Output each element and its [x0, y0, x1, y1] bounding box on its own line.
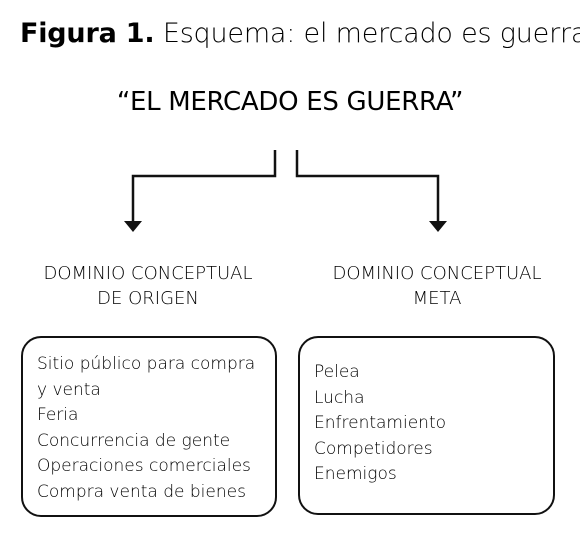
source-domain-item: Compra venta de bienes	[37, 481, 246, 502]
target-domain-item: Enemigos	[314, 464, 397, 484]
source-domain-heading-line2: DE ORIGEN	[97, 288, 199, 309]
source-domain-heading-line1: DOMINIO CONCEPTUAL	[43, 263, 253, 284]
source-domain-heading: DOMINIO CONCEPTUAL DE ORIGEN	[18, 261, 278, 311]
figure-label: Figura 1.	[20, 18, 155, 49]
source-domain-list: Sitio público para compra y venta Feria …	[37, 352, 267, 505]
source-domain-item: Operaciones comerciales	[37, 456, 251, 476]
right-connector-line	[295, 150, 440, 222]
target-domain-box: Pelea Lucha Enfrentamiento Competidores …	[298, 336, 555, 515]
source-domain-item: y venta	[37, 379, 101, 400]
figure-caption-text: Esquema: el mercado es guerra	[162, 18, 580, 49]
source-domain-item: Feria	[37, 405, 79, 425]
source-domain-item: Sitio público para compra	[37, 354, 256, 374]
figure-caption: Figura 1. Esquema: el mercado es guerra	[20, 18, 580, 49]
target-domain-item: Competidores	[314, 438, 433, 459]
target-domain-heading-line2: META	[412, 288, 462, 309]
source-domain-box: Sitio público para compra y venta Feria …	[21, 336, 277, 517]
right-arrowhead	[429, 221, 447, 232]
target-domain-item: Pelea	[314, 362, 360, 382]
left-connector-line	[131, 150, 277, 222]
target-domain-heading: DOMINIO CONCEPTUAL META	[307, 261, 567, 311]
target-domain-list: Pelea Lucha Enfrentamiento Competidores …	[314, 360, 545, 488]
left-arrowhead	[124, 221, 142, 232]
diagram-title: “EL MERCADO ES GUERRA”	[116, 87, 464, 117]
target-domain-item: Enfrentamiento	[314, 413, 447, 433]
target-domain-item: Lucha	[314, 387, 365, 408]
target-domain-heading-line1: DOMINIO CONCEPTUAL	[332, 263, 542, 284]
source-domain-item: Concurrencia de gente	[37, 430, 231, 451]
